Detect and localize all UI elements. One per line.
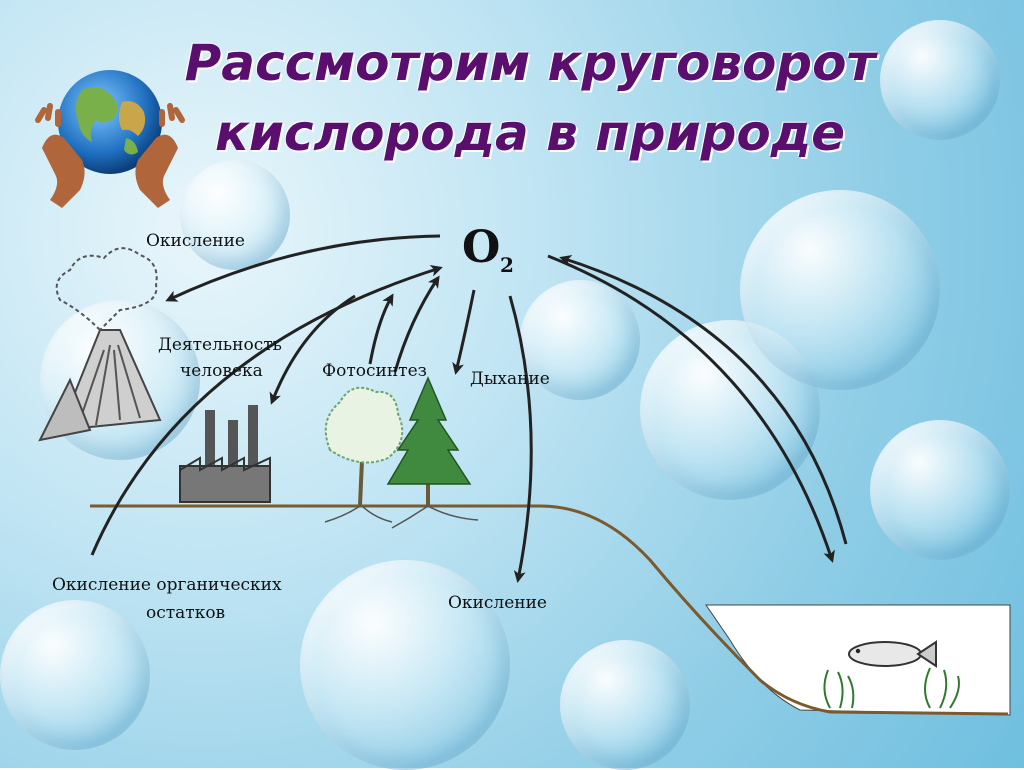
arrow-respiration bbox=[452, 289, 476, 375]
arrow-organic-oxidation bbox=[90, 264, 443, 556]
bubble bbox=[880, 20, 1000, 140]
volcano-icon bbox=[38, 247, 162, 442]
fish-icon bbox=[848, 640, 937, 668]
title-line-2: кислорода в природе bbox=[214, 104, 846, 162]
roots bbox=[324, 505, 479, 529]
arrow-to-factory bbox=[269, 294, 356, 405]
slide-title: Рассмотрим круговорот кислорода в природ… bbox=[150, 28, 910, 168]
label-human-activity-2: человека bbox=[180, 361, 263, 381]
arrow-to-water bbox=[547, 254, 835, 563]
bubble bbox=[560, 640, 690, 770]
label-oxidation-bottom: Окисление bbox=[448, 593, 547, 613]
fir-tree-icon bbox=[386, 376, 472, 505]
bubble bbox=[0, 600, 150, 750]
title-line-1: Рассмотрим круговорот bbox=[184, 34, 876, 92]
label-respiration: Дыхание bbox=[470, 369, 550, 389]
arrow-photosynthesis-1 bbox=[368, 293, 394, 365]
label-oxidation-top: Окисление bbox=[146, 231, 245, 251]
factory-icon bbox=[179, 405, 271, 503]
globe-in-hands-icon bbox=[30, 60, 190, 210]
o2-subscript: 2 bbox=[500, 253, 514, 277]
bubble bbox=[520, 280, 640, 400]
label-organic-2: остатков bbox=[146, 603, 225, 623]
label-human-activity-1: Деятельность bbox=[158, 335, 282, 355]
arrow-photosynthesis-2 bbox=[393, 275, 440, 373]
deciduous-tree-icon bbox=[324, 386, 404, 506]
o2-label: O bbox=[462, 222, 500, 273]
ground-line bbox=[90, 504, 1009, 716]
seaweed-icon bbox=[823, 667, 960, 709]
bubble bbox=[870, 420, 1010, 560]
bubble bbox=[740, 190, 940, 390]
label-photosynthesis: Фотосинтез bbox=[322, 361, 427, 381]
arrow-oxidation-down bbox=[508, 295, 533, 583]
label-organic-1: Окисление органических bbox=[52, 575, 282, 595]
arrow-oxidation-to-volcano bbox=[165, 234, 441, 302]
bubble bbox=[180, 160, 290, 270]
bubble bbox=[300, 560, 510, 770]
arrow-from-water bbox=[559, 254, 848, 545]
